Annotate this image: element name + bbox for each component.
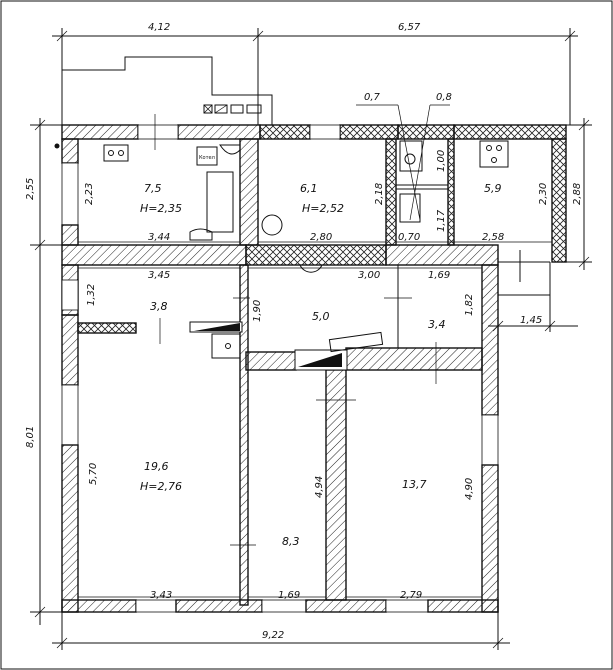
boiler-label: Котел (199, 155, 215, 161)
room-1-area: 7,5 (144, 182, 162, 195)
internal-dim-lines (78, 104, 552, 598)
dim-0-8: 0,8 (436, 92, 452, 103)
room-3-width: 0,70 (398, 232, 420, 243)
annex (61, 56, 273, 125)
walls (61, 124, 567, 613)
dim-left-lower: 8,01 (25, 426, 36, 448)
stove-round-icon (261, 214, 283, 236)
dim-right-upper: 2,88 (572, 183, 583, 205)
room-2-side: 2,18 (374, 183, 385, 205)
stove-icon-2 (479, 140, 509, 168)
room-7-side: 1,82 (464, 294, 475, 316)
room-2-area: 6,1 (300, 182, 318, 195)
room-1-width: 3,44 (148, 232, 170, 243)
room-10-side: 4,90 (464, 478, 475, 500)
room-9-side: 4,94 (314, 476, 325, 498)
room-4-side: 2,30 (538, 183, 549, 205)
room-5-side: 1,32 (86, 284, 97, 306)
room-4-width: 2,58 (482, 232, 504, 243)
room-2-height: H=2,52 (302, 202, 344, 215)
room-6-width: 3,00 (358, 270, 380, 281)
dim-top-right: 6,57 (398, 22, 421, 33)
room-1-height: H=2,35 (140, 202, 182, 215)
room-9-width: 1,69 (278, 590, 300, 601)
room-4-area: 5,9 (484, 182, 502, 195)
room-5-area: 3,8 (150, 300, 168, 313)
room-6-area: 5,0 (312, 310, 330, 323)
room-8-area: 19,6 (144, 460, 169, 473)
corner-mark (54, 143, 60, 149)
room-1-side: 2,23 (84, 183, 95, 205)
dim-0-7: 0,7 (364, 92, 381, 103)
stove-icon (103, 144, 129, 162)
room-10-area: 13,7 (402, 478, 427, 491)
room-9-area: 8,3 (282, 535, 300, 548)
fixtures: Котел (103, 140, 550, 371)
room-8-height: H=2,76 (140, 480, 182, 493)
room-10-width: 2,79 (400, 590, 422, 601)
room-3-side-b: 1,17 (436, 209, 447, 232)
room-3-side-a: 1,00 (436, 150, 447, 172)
boiler-icon (196, 146, 218, 166)
room-8-width: 3,43 (150, 590, 172, 601)
room-7-width: 1,69 (428, 270, 450, 281)
room-7-area: 3,4 (428, 318, 446, 331)
room-5-side-b: 1,90 (252, 300, 263, 322)
dimension-lines (30, 28, 592, 650)
dim-top-left: 4,12 (148, 22, 170, 33)
room-2-width: 2,80 (310, 232, 332, 243)
room-5-width: 3,45 (148, 270, 170, 281)
room-8-side: 5,70 (88, 463, 99, 485)
dim-left-upper: 2,55 (25, 178, 36, 200)
dim-right-offset: 1,45 (520, 315, 542, 326)
dim-bottom: 9,22 (262, 630, 284, 641)
